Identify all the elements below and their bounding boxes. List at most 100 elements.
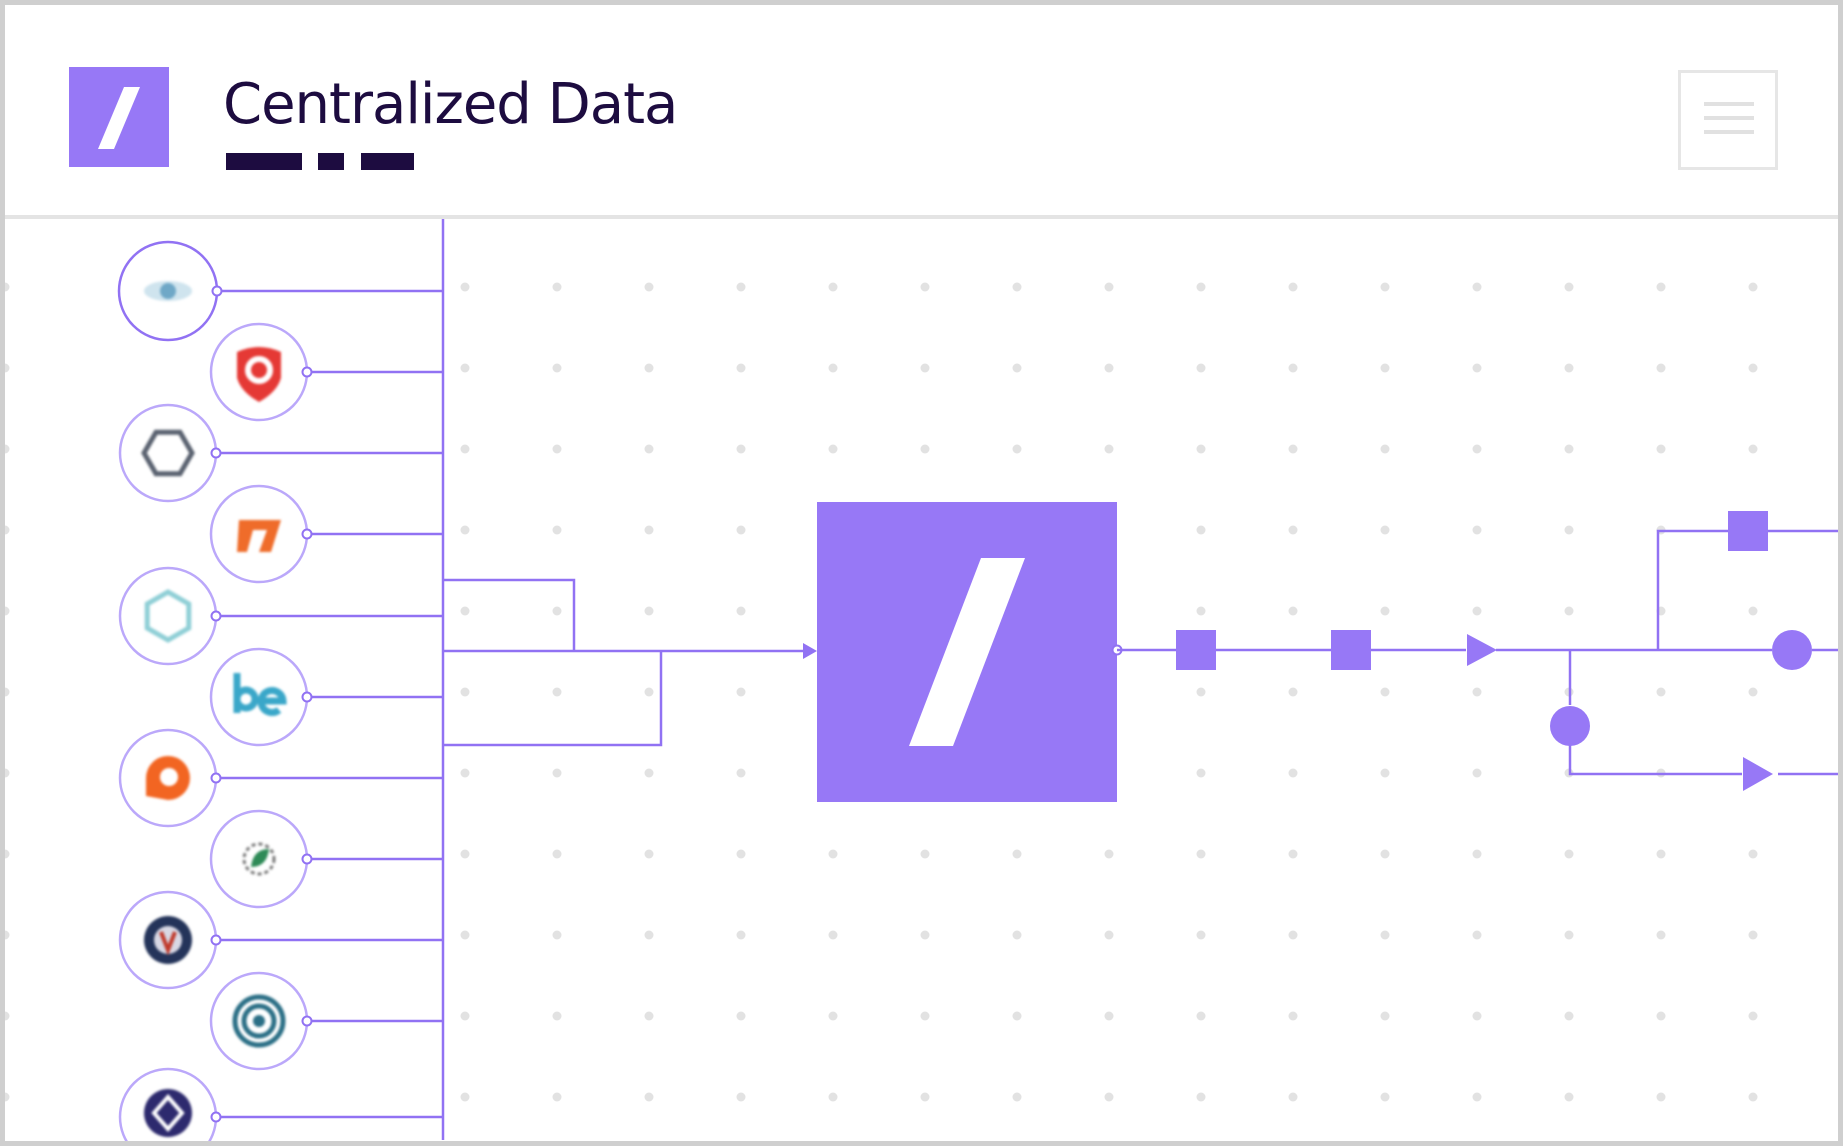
grid-dot [1564,282,1574,292]
square-icon [1331,630,1371,670]
grid-dot [1380,606,1390,616]
grid-dot [828,849,838,859]
grid-dot [644,1011,654,1021]
source-node [118,890,222,990]
grid-dot [736,444,746,454]
grid-dot [644,525,654,535]
grid-dot [920,282,930,292]
grid-dot [552,363,562,373]
menu-button[interactable] [1678,70,1778,170]
grid-dot [5,606,10,616]
source-node [118,728,222,828]
grid-dot [1288,363,1298,373]
grid-dot [1564,444,1574,454]
grid-dot [644,363,654,373]
grid-dot [1196,444,1206,454]
grid-dot [460,444,470,454]
hexagon-icon [141,429,195,477]
source-node [209,484,313,584]
grid-dot [460,1011,470,1021]
grid-dot [1288,768,1298,778]
grid-dot [1564,363,1574,373]
grid-dot [460,606,470,616]
grid-dot [736,363,746,373]
grid-dot [1288,525,1298,535]
grid-dot [920,363,930,373]
grid-dot [1104,444,1114,454]
target-icon [232,994,286,1048]
grid-dot [1380,1092,1390,1102]
grid-dot [828,1011,838,1021]
grid-dot [736,849,746,859]
source-port [210,772,222,784]
grid-dot [1012,930,1022,940]
grid-dot [1656,444,1666,454]
grid-dot [1472,282,1482,292]
grid-dot [644,768,654,778]
grid-dot [1748,606,1758,616]
grid-dot [1104,930,1114,940]
grid-dot [1288,606,1298,616]
grid-dot [460,687,470,697]
grid-dot [920,1092,930,1102]
central-hub [817,502,1123,802]
grid-dot [552,606,562,616]
grid-dot [1748,282,1758,292]
source-port [301,528,313,540]
title-underline-dash [318,153,344,170]
source-node [118,403,222,503]
grid-dot [1288,1011,1298,1021]
grid-dot [552,849,562,859]
grid-dot [5,930,10,940]
grid-dot [5,282,10,292]
source-port [210,447,222,459]
data-flow-diagram [5,218,1838,1141]
output-flow [1117,511,1838,791]
grid-dot [828,1092,838,1102]
grid-dot [1656,930,1666,940]
source-node [209,971,313,1071]
grid-dot [1748,930,1758,940]
grid-dot [5,444,10,454]
grid-dot [736,768,746,778]
grid-dot [1012,1011,1022,1021]
grid-dot [460,363,470,373]
grid-dot [552,1011,562,1021]
grid-dot [1104,1011,1114,1021]
grid-dot [460,849,470,859]
slash-logo-icon [98,87,140,149]
triangle-icon [1743,757,1773,791]
grid-dot [5,1092,10,1102]
source-ring [118,566,218,666]
grid-dot [1656,1011,1666,1021]
grid-dot [5,768,10,778]
grid-dot [644,444,654,454]
grid-dot [1012,444,1022,454]
source-list [117,240,313,1141]
grid-dot [644,849,654,859]
merge-line [443,651,663,747]
grid-dot [1656,282,1666,292]
grid-dot [1472,606,1482,616]
source-node [209,647,313,747]
grid-dot [552,1092,562,1102]
grid-dot [1104,849,1114,859]
grid-dot [736,930,746,940]
grid-dot [644,606,654,616]
source-port [301,366,313,378]
grid-dot [1196,768,1206,778]
source-ring [118,403,218,503]
grid-dot [736,282,746,292]
grid-dot [1380,444,1390,454]
source-node [118,1067,222,1141]
grid-dot [1748,363,1758,373]
source-port [210,934,222,946]
grid-dot [920,930,930,940]
grid-dot [1288,849,1298,859]
orange-drop-icon [146,756,190,800]
grid-dot [1380,525,1390,535]
grid-dot [1196,363,1206,373]
grid-dot [1564,1092,1574,1102]
source-port [301,1015,313,1027]
